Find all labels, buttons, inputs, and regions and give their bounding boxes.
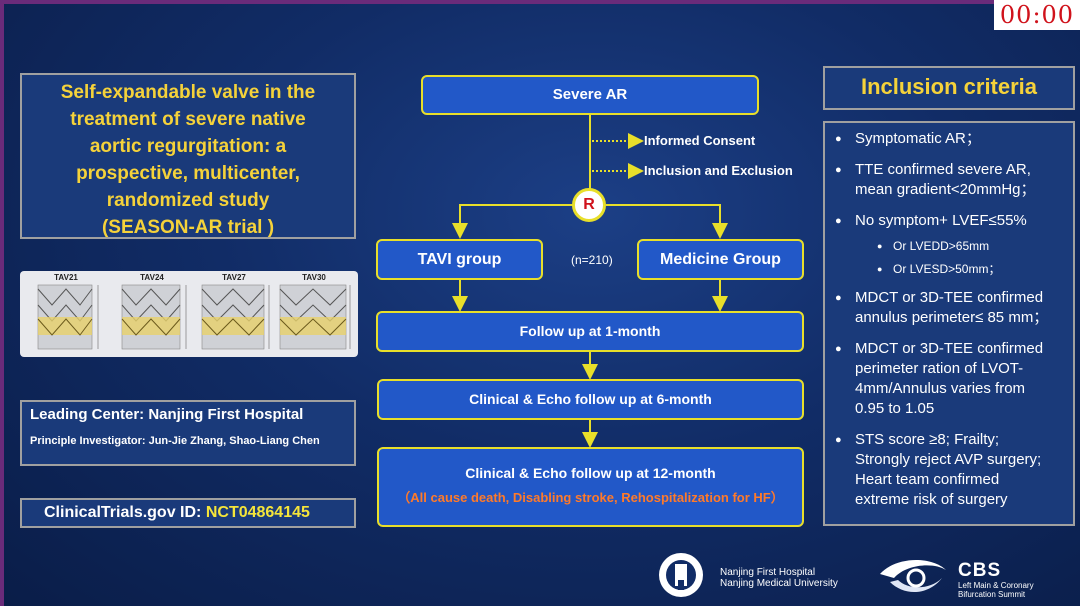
title-line: (SEASON-AR trial ) xyxy=(101,217,275,238)
box-medicine-group: Medicine Group xyxy=(637,239,804,280)
valve-label: TAV21 xyxy=(54,273,78,282)
sub-criterion: Or LVEDD>65mm xyxy=(833,238,1073,254)
valve-label: TAV30 xyxy=(302,273,326,282)
criterion-text: Symptomatic AR； xyxy=(855,130,981,147)
cbs-logo-title: CBS xyxy=(958,560,1002,581)
criterion: STS score ≥8; Frailty; Strongly reject A… xyxy=(833,430,1073,510)
criterion-text: MDCT or 3D-TEE confirmed xyxy=(855,340,1044,357)
timer: 00:00 xyxy=(994,0,1080,30)
criterion-text: 4mm/Annulus varies from xyxy=(855,380,1026,397)
valve-label: TAV27 xyxy=(222,273,246,282)
criterion-text: annulus perimeter≤ 85 mm； xyxy=(855,309,1049,326)
valve-images: TAV21 TAV24 TAV27 TAV30 xyxy=(20,271,358,357)
endpoints: （All cause death, Disabling stroke, Reho… xyxy=(397,490,784,505)
valve-image: TAV27 xyxy=(194,271,274,357)
leading-center-name: Leading Center: Nanjing First Hospital xyxy=(30,406,304,423)
cbs-logo-subtitle: Left Main & Coronary Bifurcation Summit xyxy=(958,581,1034,599)
principal-investigator: Principle Investigator: Jun-Jie Zhang, S… xyxy=(30,435,320,447)
valve-image: TAV30 xyxy=(274,271,354,357)
criterion-text: Heart team confirmed xyxy=(855,471,1000,488)
box-follow-up-6-month: Clinical & Echo follow up at 6-month xyxy=(377,379,804,420)
inclusion-criteria-list: Symptomatic AR； TTE confirmed severe AR,… xyxy=(823,121,1075,526)
hospital-logo-text: Nanjing First Hospital Nanjing Medical U… xyxy=(720,567,838,589)
sub-criterion: Or LVESD>50mm； xyxy=(833,261,1073,277)
box-severe-ar: Severe AR xyxy=(421,75,759,115)
randomization-node: R xyxy=(572,188,606,222)
criterion-text: TTE confirmed severe AR, xyxy=(855,161,1031,178)
follow-up-12-month-label: Clinical & Echo follow up at 12-month xyxy=(465,465,716,481)
university-name: Nanjing Medical University xyxy=(720,578,838,589)
sample-size: (n=210) xyxy=(571,253,613,267)
criterion-text: No symptom+ LVEF≤55% xyxy=(855,212,1027,229)
box-tavi-group: TAVI group xyxy=(376,239,543,280)
title-line: Self-expandable valve in the xyxy=(60,82,316,103)
hospital-name: Nanjing First Hospital xyxy=(720,567,816,578)
criterion: MDCT or 3D-TEE confirmed annulus perimet… xyxy=(833,288,1073,328)
note-informed-consent: Informed Consent xyxy=(644,133,756,148)
note-inclusion-exclusion: Inclusion and Exclusion xyxy=(644,163,793,178)
cbs-logo-icon xyxy=(880,559,946,593)
frame-top xyxy=(0,0,1080,4)
cbs-subtitle-line: Left Main & Coronary xyxy=(958,581,1034,590)
trial-id-label: ClinicalTrials.gov ID: xyxy=(44,504,202,521)
valve-image: TAV24 xyxy=(112,271,192,357)
study-title: Self-expandable valve in the treatment o… xyxy=(20,73,356,239)
trial-id-box: ClinicalTrials.gov ID: NCT04864145 xyxy=(20,498,356,528)
box-follow-up-12-month: Clinical & Echo follow up at 12-month （A… xyxy=(377,447,804,527)
criterion-text: perimeter ration of LVOT- xyxy=(855,360,1024,377)
criterion: No symptom+ LVEF≤55% xyxy=(833,211,1073,231)
valve-label: TAV24 xyxy=(140,273,164,282)
title-line: randomized study xyxy=(106,190,270,211)
trial-id: NCT04864145 xyxy=(205,504,310,521)
leading-center: Leading Center: Nanjing First Hospital P… xyxy=(20,400,356,466)
criterion-text: 0.95 to 1.05 xyxy=(855,400,935,417)
criterion-text: STS score ≥8; Frailty; xyxy=(855,431,1000,448)
title-line: aortic regurgitation: a xyxy=(89,136,287,157)
valve-image: TAV21 xyxy=(26,271,106,357)
title-line: prospective, multicenter, xyxy=(76,163,300,184)
criterion-text: extreme risk of surgery xyxy=(855,491,1008,508)
criterion-text: mean gradient<20mmHg； xyxy=(855,181,1036,198)
criterion-text: Strongly reject AVP surgery; xyxy=(855,451,1042,468)
criterion: TTE confirmed severe AR, mean gradient<2… xyxy=(833,160,1073,200)
hospital-logo-icon xyxy=(659,553,703,597)
criterion: Symptomatic AR； xyxy=(833,129,1073,149)
criterion-text: MDCT or 3D-TEE confirmed xyxy=(855,289,1044,306)
cbs-subtitle-line: Bifurcation Summit xyxy=(958,590,1026,599)
box-follow-up-1-month: Follow up at 1-month xyxy=(376,311,804,352)
inclusion-criteria-title: Inclusion criteria xyxy=(823,66,1075,110)
criterion: MDCT or 3D-TEE confirmed perimeter ratio… xyxy=(833,339,1073,419)
frame-left xyxy=(0,0,4,606)
title-line: treatment of severe native xyxy=(70,109,306,130)
